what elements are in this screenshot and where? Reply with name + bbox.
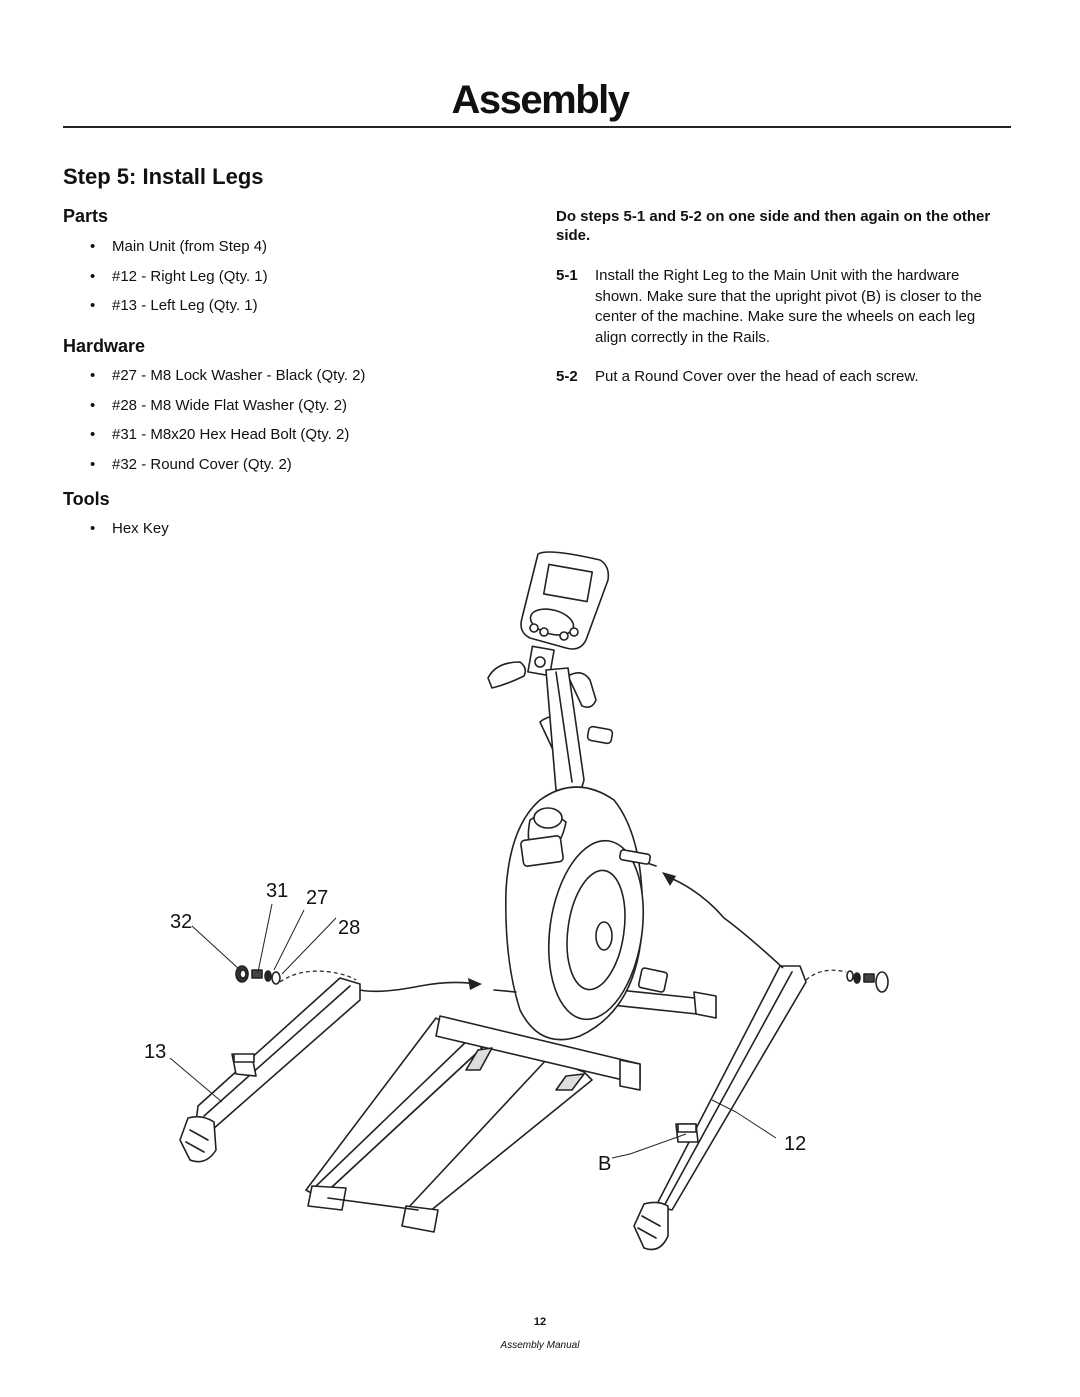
hardware-list: •#27 - M8 Lock Washer - Black (Qty. 2) •… (90, 366, 365, 484)
step-title: Step 5: Install Legs (63, 164, 264, 189)
bullet-icon: • (90, 455, 96, 473)
instruction-step: 5-2 Put a Round Cover over the head of e… (556, 367, 1006, 388)
callout-28: 28 (338, 917, 360, 939)
list-item: •#28 - M8 Wide Flat Washer (Qty. 2) (90, 396, 348, 414)
flywheel-housing (493, 786, 669, 1041)
step-number: 5-2 (556, 368, 578, 385)
bullet-icon: • (90, 238, 96, 255)
list-item: •Main Unit (from Step 4) (90, 238, 268, 255)
step-number: 5-1 (556, 267, 578, 284)
tools-heading: Tools (63, 489, 110, 509)
page-number: 12 (533, 1316, 547, 1328)
bullet-icon: • (90, 297, 96, 314)
step-text: Put a Round Cover over the head of each … (595, 368, 919, 385)
bullet-icon: • (90, 396, 96, 414)
parts-heading: Parts (63, 206, 109, 226)
parts-list: •Main Unit (from Step 4) •#12 - Right Le… (90, 237, 268, 326)
list-item: •Hex Key (90, 520, 169, 537)
right-leg (633, 965, 807, 1251)
instructions-heading: Do steps 5-1 and 5-2 on one side and the… (556, 208, 991, 244)
list-item: •#27 - M8 Lock Washer - Black (Qty. 2) (90, 367, 366, 384)
console (520, 551, 610, 677)
page-title: Assembly (451, 78, 630, 122)
list-item: •#12 - Right Leg (Qty. 1) (90, 267, 268, 285)
hardware-right (846, 970, 889, 993)
bullet-icon: • (90, 520, 96, 537)
hardware-heading: Hardware (63, 336, 146, 356)
arrowheads (468, 872, 676, 990)
list-item: •#32 - Round Cover (Qty. 2) (90, 455, 292, 473)
list-item: •#31 - M8x20 Hex Head Bolt (Qty. 2) (90, 426, 350, 443)
callout-13: 13 (144, 1041, 166, 1063)
hardware-left (235, 965, 281, 985)
callout-31: 31 (266, 880, 288, 902)
callout-27: 27 (306, 887, 328, 909)
left-leg (179, 977, 361, 1163)
bullet-icon: • (90, 267, 96, 285)
tools-list: •Hex Key (90, 519, 169, 549)
callout-b: B (598, 1153, 611, 1175)
assembly-diagram: 31 27 32 28 13 B 12 (144, 551, 889, 1251)
bullet-icon: • (90, 426, 96, 443)
rail-assembly (305, 987, 717, 1233)
instruction-step: 5-1 Install the Right Leg to the Main Un… (556, 266, 1006, 348)
step-text: Install the Right Leg to the Main Unit w… (595, 267, 982, 346)
callout-32: 32 (170, 911, 192, 933)
title-divider (63, 126, 1011, 128)
bullet-icon: • (90, 367, 96, 384)
leader-lines (169, 903, 777, 1159)
callout-12: 12 (784, 1133, 806, 1155)
alignment-lines (279, 875, 847, 993)
list-item: •#13 - Left Leg (Qty. 1) (90, 297, 258, 314)
footer-label: Assembly Manual (500, 1340, 580, 1351)
